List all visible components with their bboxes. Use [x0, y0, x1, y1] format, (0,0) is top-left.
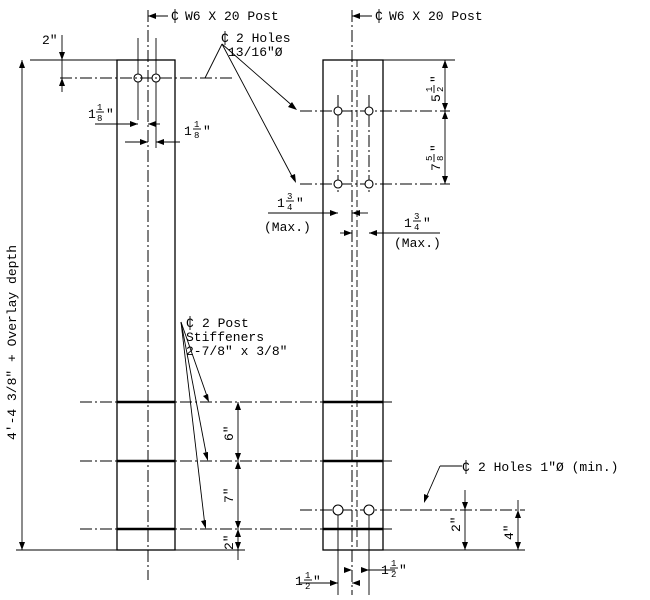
svg-text:1: 1 [184, 124, 192, 139]
dim-right-pitch: 5 1 2 " 7 5 8 " [383, 59, 455, 184]
svg-text:1: 1 [404, 216, 412, 231]
right-hole-4 [364, 179, 374, 189]
svg-text:1: 1 [425, 87, 435, 92]
centerline-symbol-icon: C [375, 9, 383, 24]
svg-text:": " [423, 216, 431, 231]
svg-text:8: 8 [97, 114, 102, 124]
svg-text:": " [429, 75, 444, 83]
overall-height-label: 4'-4 3/8" + Overlay depth [5, 245, 20, 440]
svg-text:1: 1 [88, 107, 96, 122]
right-post-elevation [300, 10, 525, 595]
right-bottom-hole-1 [332, 504, 344, 516]
svg-text:": " [399, 563, 407, 578]
svg-text:7: 7 [429, 163, 444, 171]
dim-stiffener-spacing: 6" 7" 2" [175, 402, 245, 560]
holes-top-label-1: 2 Holes [236, 31, 291, 46]
right-post-outline [322, 59, 384, 551]
svg-text:3: 3 [414, 212, 419, 222]
centerline-symbol-icon: C [186, 316, 194, 331]
svg-text:8: 8 [194, 131, 199, 141]
dim-hole-4: 4" [502, 524, 517, 540]
stiffener-callout: C 2 Post Stiffeners 2-7/8" x 3/8" [180, 316, 287, 529]
svg-text:4: 4 [287, 203, 292, 213]
svg-text:1: 1 [381, 563, 389, 578]
centerline-symbol-icon: C [462, 460, 470, 475]
svg-text:1: 1 [194, 120, 199, 130]
svg-text:1: 1 [305, 571, 310, 581]
svg-text:1: 1 [277, 196, 285, 211]
svg-text:2: 2 [391, 570, 396, 580]
max-right-label: (Max.) [394, 236, 441, 251]
right-hole-1 [333, 106, 343, 116]
dim-top-offset: 2" [30, 33, 117, 92]
svg-text:4: 4 [414, 223, 419, 233]
dim-top-offset-label: 2" [42, 33, 58, 48]
post-callout-right: C W6 X 20 Post [352, 9, 483, 24]
svg-text:1: 1 [295, 574, 303, 589]
dim-bottom-holes-vertical: 2" 4" [383, 490, 525, 551]
svg-text:": " [296, 196, 304, 211]
svg-text:3: 3 [287, 192, 292, 202]
dim-left-gauge-b: 1 1 8 " [125, 120, 211, 145]
max-left-label: (Max.) [264, 220, 311, 235]
svg-text:1: 1 [97, 103, 102, 113]
svg-text:": " [203, 124, 211, 139]
holes-callout-bottom: C 2 Holes 1"Ø (min.) [424, 460, 618, 503]
svg-text:": " [313, 574, 321, 589]
post-label-right: W6 X 20 Post [389, 9, 483, 24]
dim-max-right: 1 3 4 " (Max.) [340, 212, 441, 251]
dim-stiffener-2: 2" [222, 534, 237, 550]
holes-bottom-label: 2 Holes 1"Ø (min.) [478, 460, 618, 475]
stiffener-label-2: Stiffeners [186, 330, 264, 345]
holes-top-label-2: 13/16"Ø [228, 45, 283, 60]
right-hole-2 [364, 106, 374, 116]
svg-text:5: 5 [425, 156, 435, 161]
dim-left-gauge-a: 1 1 8 " [88, 103, 160, 127]
svg-text:2: 2 [436, 87, 446, 92]
stiffener-label-1: 2 Post [202, 316, 249, 331]
svg-text:8: 8 [436, 156, 446, 161]
centerline-symbol-icon: C [171, 9, 179, 24]
dim-max-left: 1 3 4 " (Max.) [264, 192, 368, 235]
centerline-symbol-icon: C [221, 31, 229, 46]
svg-text:5: 5 [429, 94, 444, 102]
right-hole-3 [333, 179, 343, 189]
dim-hole-2: 2" [449, 516, 464, 532]
stiffener-label-3: 2-7/8" x 3/8" [186, 344, 287, 359]
dim-stiffener-6: 6" [222, 425, 237, 441]
right-bottom-hole-2 [363, 504, 375, 516]
dim-bottom-gauge: 1 1 2 " 1 1 2 " [295, 559, 407, 592]
svg-text:1: 1 [391, 559, 396, 569]
left-post-outline [116, 59, 176, 551]
svg-text:": " [429, 144, 444, 152]
dim-overall-height: 4'-4 3/8" + Overlay depth [5, 60, 117, 551]
post-callout-left: C W6 X 20 Post [148, 9, 279, 24]
svg-text:": " [106, 107, 114, 122]
svg-text:2: 2 [305, 582, 310, 592]
holes-callout-top: C 2 Holes 13/16"Ø [204, 31, 297, 183]
dim-stiffener-7: 7" [222, 487, 237, 503]
post-label-left: W6 X 20 Post [185, 9, 279, 24]
